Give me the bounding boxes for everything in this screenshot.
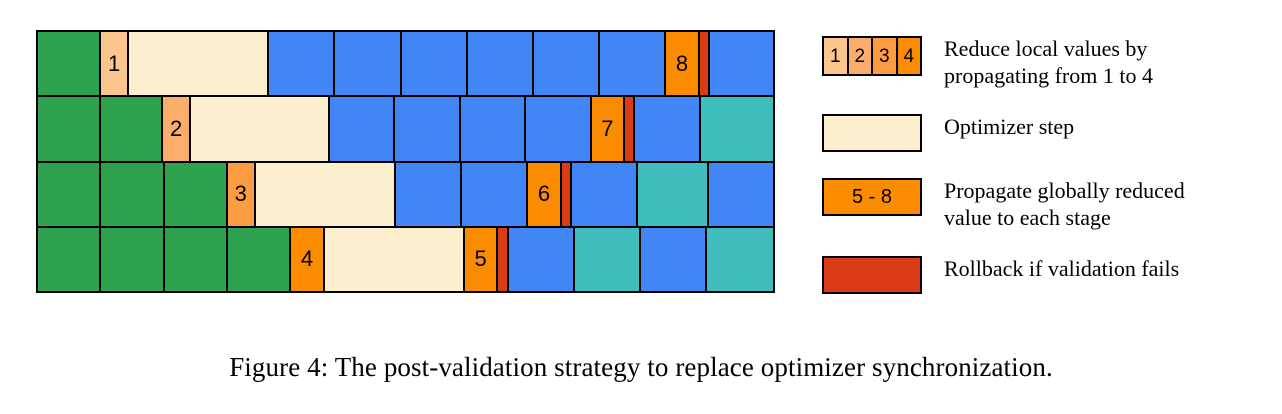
cell-optimizer [128, 32, 270, 96]
legend-seg-3: 3 [873, 38, 898, 74]
legend-seg-4: 4 [897, 38, 920, 74]
cell-backward [508, 227, 576, 291]
legend-item-optimizer-step: Optimizer step [822, 114, 1074, 152]
cell-backward [708, 162, 774, 226]
cell-idle [638, 162, 709, 226]
cell-forward [164, 162, 228, 226]
cell-forward [164, 227, 228, 291]
cell-idle [700, 97, 773, 161]
cell-backward [467, 32, 534, 96]
cell-idle [707, 227, 773, 291]
cell-reduce-2-2: 2 [163, 97, 191, 161]
figure-caption: Figure 4: The post-validation strategy t… [229, 352, 1053, 382]
legend-swatch-rollback [822, 256, 922, 294]
legend-swatch-label-propagate-global: 5 - 8 [824, 180, 920, 214]
cell-forward [101, 227, 165, 291]
legend-swatch-propagate-global: 5 - 8 [822, 178, 922, 216]
cell-backward [335, 32, 402, 96]
cell-reduce-4-4: 4 [291, 227, 325, 291]
cell-backward [460, 97, 527, 161]
cell-optimizer [324, 227, 465, 291]
cell-backward [329, 97, 396, 161]
cell-backward [641, 227, 708, 291]
cell-forward [38, 227, 102, 291]
cell-reduce-3-3: 3 [227, 162, 256, 226]
cell-backward [534, 32, 601, 96]
cell-forward [101, 162, 165, 226]
cell-forward [100, 97, 164, 161]
cell-forward [38, 162, 102, 226]
legend-seg-2: 2 [848, 38, 873, 74]
cell-backward [395, 97, 461, 161]
cell-backward [462, 162, 529, 226]
legend-label-rollback: Rollback if validation fails [944, 256, 1180, 281]
cell-forward [38, 97, 101, 161]
legend-swatch-label-optimizer-step [824, 116, 920, 150]
cell-propagate-8: 8 [666, 32, 700, 96]
cell-backward [635, 97, 701, 161]
cell-propagate-7: 7 [591, 97, 625, 161]
legend-swatch-optimizer-step [822, 114, 922, 152]
cell-rollback [624, 97, 636, 161]
legend-item-propagate-global: 5 - 8 Propagate globally reduced value to… [822, 178, 1185, 232]
cell-reduce-1-1: 1 [101, 32, 129, 96]
cell-rollback [498, 227, 509, 291]
cell-optimizer [255, 162, 396, 226]
legend-seg-1: 1 [824, 38, 849, 74]
cell-idle [575, 227, 642, 291]
cell-propagate-6: 6 [528, 162, 562, 226]
cell-backward [600, 32, 667, 96]
cell-propagate-5: 5 [464, 227, 499, 291]
legend-swatch-label-rollback [824, 258, 920, 292]
cell-backward [572, 162, 639, 226]
legend-label-propagate-global: Propagate globally reduced value to each… [944, 178, 1185, 230]
cell-forward [38, 32, 102, 96]
legend-label-reduce-local: Reduce local values by propagating from … [944, 36, 1153, 88]
cell-forward [227, 227, 292, 291]
cell-backward [269, 32, 336, 96]
cell-rollback [699, 32, 711, 96]
cell-rollback [561, 162, 573, 226]
cell-backward [395, 162, 463, 226]
cell-backward [401, 32, 468, 96]
cell-backward [710, 32, 774, 96]
cell-optimizer [190, 97, 330, 161]
legend-item-rollback: Rollback if validation fails [822, 256, 1179, 294]
legend-label-optimizer-step: Optimizer step [944, 114, 1075, 139]
cell-backward [526, 97, 592, 161]
